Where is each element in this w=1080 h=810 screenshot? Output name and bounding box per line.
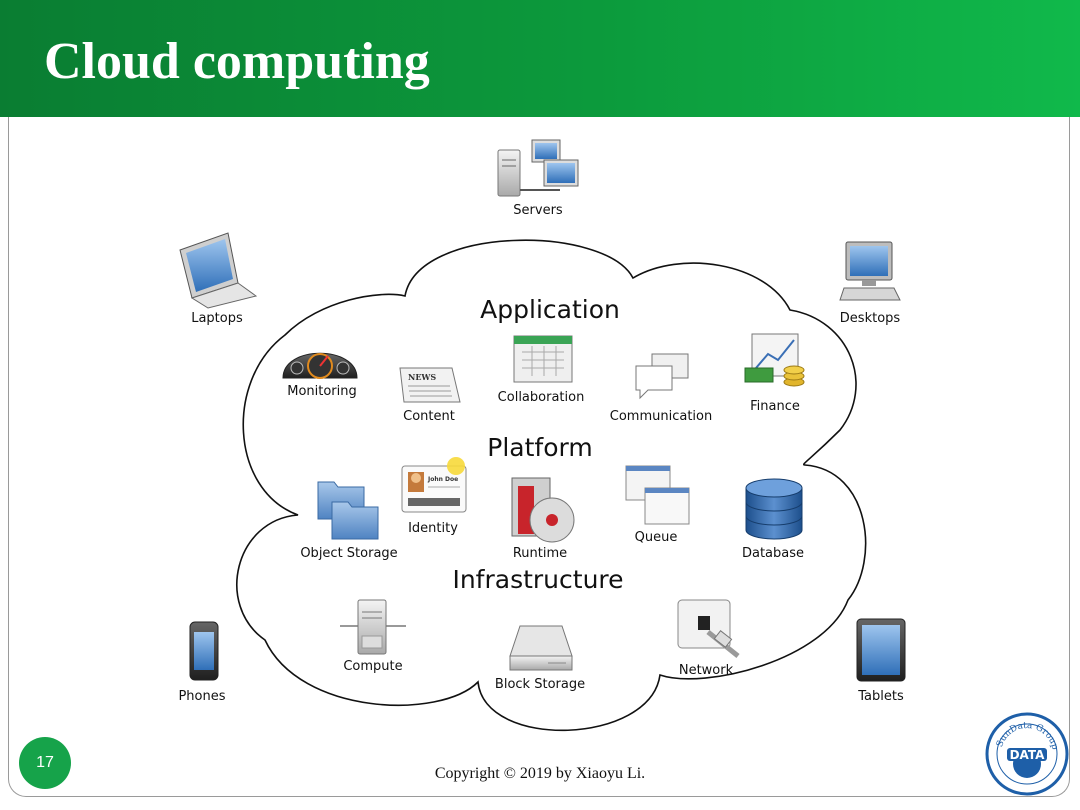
- application-heading: Application: [480, 295, 620, 324]
- servers-label: Servers: [513, 203, 563, 218]
- id-card-name: John Doe: [427, 476, 458, 483]
- queue-label: Queue: [635, 530, 678, 545]
- platform-heading: Platform: [487, 433, 592, 462]
- slide-title: Cloud computing: [44, 33, 430, 90]
- finance-chart-icon: [744, 333, 805, 387]
- hard-drive-icon: [509, 625, 573, 671]
- block-storage-label: Block Storage: [495, 677, 585, 692]
- laptop-icon: [179, 232, 258, 309]
- queue-windows-icon: [625, 465, 690, 525]
- runtime-label: Runtime: [513, 546, 567, 561]
- laptops-label: Laptops: [191, 311, 243, 326]
- svg-text:DATA: DATA: [1010, 748, 1046, 762]
- database-label: Database: [742, 546, 804, 561]
- runtime-disc-icon: [511, 477, 575, 543]
- finance-label: Finance: [750, 399, 800, 414]
- infrastructure-heading: Infrastructure: [452, 565, 623, 594]
- folder-icon: [317, 481, 379, 540]
- desktops-label: Desktops: [840, 311, 901, 326]
- newspaper-masthead: NEWS: [408, 372, 436, 382]
- tablets-label: Tablets: [857, 689, 904, 704]
- phones-label: Phones: [178, 689, 225, 704]
- communication-label: Communication: [610, 409, 712, 424]
- identity-label: Identity: [408, 521, 458, 536]
- desktop-icon: [839, 241, 901, 301]
- object-storage-label: Object Storage: [300, 546, 397, 561]
- network-label: Network: [679, 663, 734, 678]
- tablet-icon: [856, 618, 906, 682]
- servers-icon: [497, 139, 579, 197]
- calendar-icon: [513, 335, 573, 383]
- page-number-badge: 17: [19, 737, 71, 789]
- newspaper-icon: NEWS: [399, 367, 461, 403]
- id-card-icon: John Doe: [401, 457, 467, 513]
- title-bar: Cloud computing: [0, 0, 1080, 117]
- collaboration-label: Collaboration: [498, 390, 585, 405]
- network-jack-icon: [677, 599, 740, 658]
- compute-server-icon: [340, 599, 406, 655]
- phone-icon: [189, 621, 219, 681]
- monitoring-label: Monitoring: [287, 384, 357, 399]
- compute-label: Compute: [343, 659, 402, 674]
- monitoring-icon: [282, 352, 358, 379]
- slide-frame: [8, 117, 1070, 797]
- sundata-group-logo: SunData Group DATA: [985, 712, 1069, 796]
- database-icon: [745, 478, 803, 540]
- copyright-text: Copyright © 2019 by Xiaoyu Li.: [434, 765, 646, 782]
- chat-bubbles-icon: [635, 353, 689, 400]
- content-label: Content: [403, 409, 455, 424]
